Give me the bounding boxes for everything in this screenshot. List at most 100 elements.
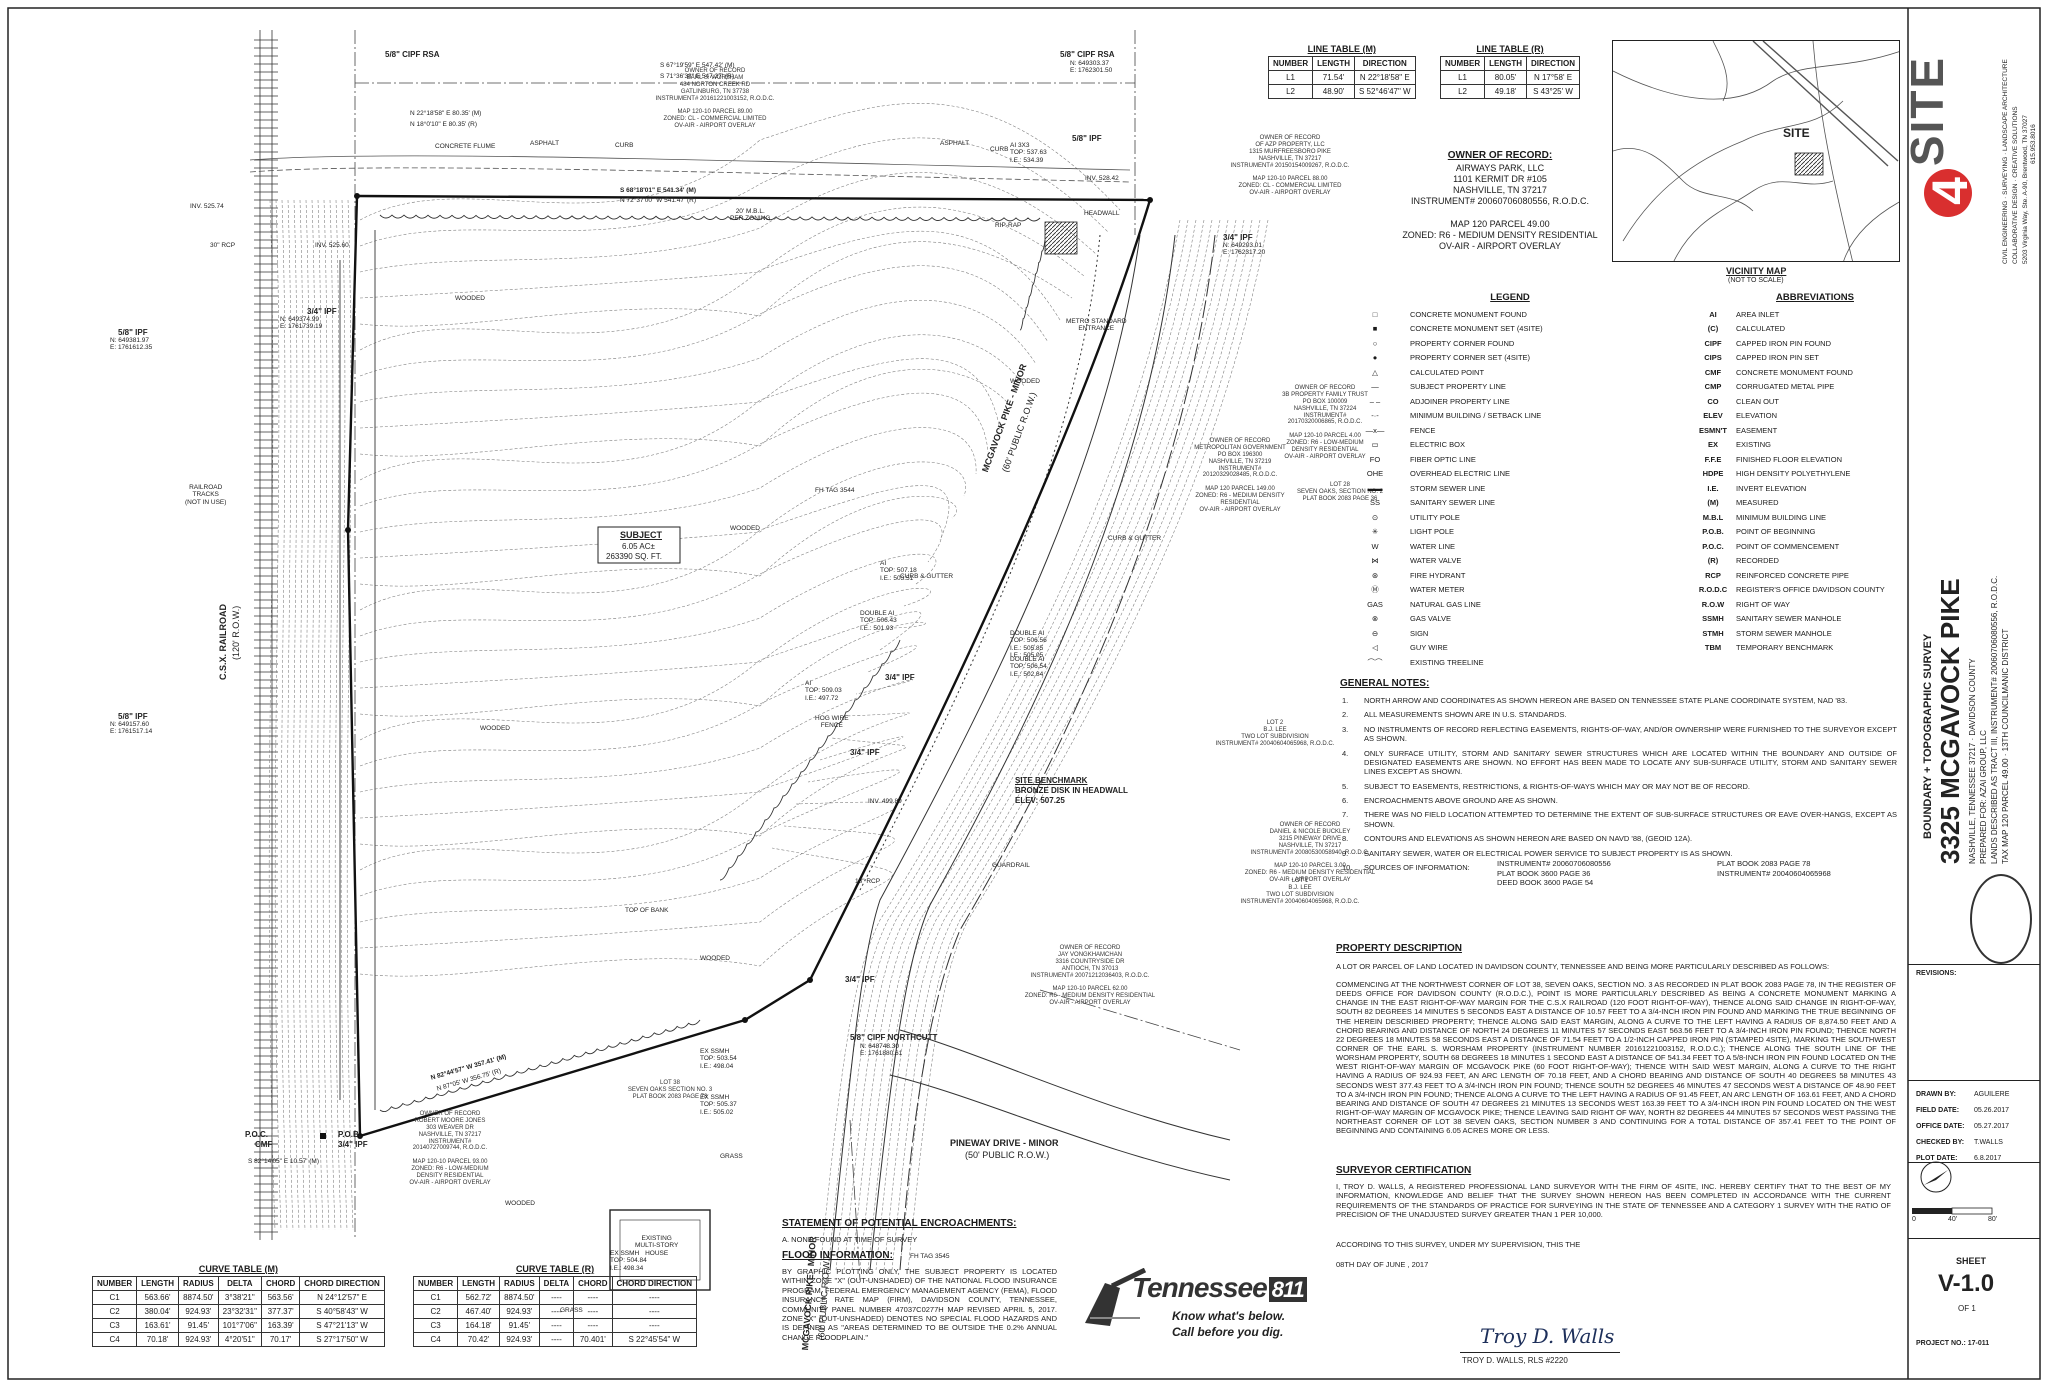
curve-table-r-cell: ---- bbox=[538, 1332, 575, 1347]
adjoiner-owner: OWNER OF RECORD 3B PROPERTY FAMILY TRUST… bbox=[1282, 385, 1368, 460]
tn811-brand-text: Tennessee bbox=[1132, 1272, 1268, 1303]
adjoiner-owner: OWNER OF RECORD DANIEL & NICOLE BUCKLEY … bbox=[1244, 822, 1376, 884]
curve-table-m-header: LENGTH bbox=[136, 1276, 179, 1291]
surveyor-seal bbox=[1970, 874, 2032, 964]
surveyor-cert-according: ACCORDING TO THIS SURVEY, UNDER MY SUPER… bbox=[1336, 1240, 1581, 1249]
legend-item: ■CONCRETE MONUMENT SET (4SITE) bbox=[1340, 322, 1670, 337]
label-top-bank: TOP OF BANK bbox=[625, 907, 669, 914]
structure-label: DOUBLE AI TOP: 506.43 I.E.: 501.93 bbox=[860, 610, 897, 632]
structure-label: AI TOP: 507.18 I.E.: 503.51 bbox=[880, 560, 917, 582]
contour-line bbox=[907, 219, 1269, 1271]
contour-line bbox=[292, 199, 300, 1231]
label-wooded-2: WOODED bbox=[730, 525, 760, 532]
label-grass-1: GRASS bbox=[720, 1153, 743, 1160]
title-block-field-value: T.WALLS bbox=[1974, 1138, 2003, 1146]
legend-symbol-icon: Ⓜ bbox=[1371, 585, 1379, 595]
curve-table-r-title: CURVE TABLE (R) bbox=[515, 1264, 595, 1274]
curve-table-r-cell: ---- bbox=[573, 1290, 613, 1305]
label-pin-mid2: 3/4" IPF bbox=[850, 748, 880, 757]
contour-line bbox=[280, 199, 288, 1231]
curve-table-m-cell: 70.18' bbox=[136, 1332, 179, 1347]
abbreviation-value: CORRUGATED METAL PIPE bbox=[1736, 382, 1835, 392]
curve-table-m-cell: N 24°12'57" E bbox=[299, 1290, 385, 1305]
label-existing-house: EXISTING MULTI-STORY HOUSE bbox=[635, 1235, 679, 1257]
flood-body: BY GRAPHIC PLOTTING ONLY, THE SUBJECT PR… bbox=[782, 1267, 1057, 1342]
line-table-r-cell: 80.05' bbox=[1484, 70, 1527, 85]
legend-symbol-icon: SS bbox=[1369, 498, 1380, 508]
line-table-m-header: NUMBER bbox=[1267, 56, 1314, 71]
legend-item-label: FENCE bbox=[1410, 425, 1436, 435]
owner-box-line: AIRWAYS PARK, LLC bbox=[1455, 162, 1545, 173]
abbreviation-value: CAPPED IRON PIN FOUND bbox=[1736, 338, 1832, 348]
abbreviation-value: RIGHT OF WAY bbox=[1736, 599, 1791, 609]
contour-line bbox=[359, 588, 931, 689]
label-metro-entrance: METRO STANDARD ENTRANCE bbox=[1066, 318, 1127, 333]
line-table-r-cell: 49.18' bbox=[1484, 84, 1527, 99]
contour-line bbox=[359, 679, 913, 793]
legend-symbol-icon: — bbox=[1371, 382, 1379, 392]
label-subject-acres: 6.05 AC± bbox=[622, 542, 655, 551]
curve-table-m-cell: 924.93' bbox=[178, 1332, 219, 1347]
legend-item: △CALCULATED POINT bbox=[1340, 365, 1670, 380]
contour-line bbox=[268, 199, 276, 1231]
adjoiner-owner: LOT 28 SEVEN OAKS, SECTION NO. 2 PLAT BO… bbox=[1296, 482, 1384, 502]
legend-item-label: WATER METER bbox=[1410, 585, 1465, 595]
legend-item: —SUBJECT PROPERTY LINE bbox=[1340, 380, 1670, 395]
label-pin-e: 5/8" IPF bbox=[1072, 134, 1102, 143]
label-curb-1: CURB bbox=[615, 142, 634, 149]
legend-symbol-icon: ⊖ bbox=[1371, 628, 1379, 638]
treeline-segment bbox=[379, 1019, 701, 1113]
legend-item-label: CONCRETE MONUMENT FOUND bbox=[1410, 309, 1527, 319]
curve-table-r-cell: ---- bbox=[573, 1304, 613, 1319]
line-table-m-title: LINE TABLE (M) bbox=[1307, 44, 1376, 54]
curve-table-r-header: LENGTH bbox=[457, 1276, 500, 1291]
general-note-text: SUBJECT TO EASEMENTS, RESTRICTIONS, & RI… bbox=[1364, 781, 1751, 791]
curve-table-m-cell: 4°20'51" bbox=[217, 1332, 262, 1347]
property-description-intro: A LOT OR PARCEL OF LAND LOCATED IN DAVID… bbox=[1336, 962, 1830, 971]
abbreviation-key: I.E. bbox=[1707, 483, 1719, 493]
legend-item-label: FIRE HYDRANT bbox=[1410, 570, 1466, 580]
signature-line bbox=[1460, 1352, 1620, 1353]
structure-label: EX SSMH TOP: 504.84 I.E.: 498.34 bbox=[610, 1250, 647, 1272]
legend-item: ⌒⌒EXISTING TREELINE bbox=[1340, 655, 1670, 670]
adjoiner-owner: LOT 1 B.J. LEE TWO LOT SUBDIVISION INSTR… bbox=[1240, 878, 1360, 905]
existing-treeline bbox=[339, 214, 1046, 1113]
abbreviations-title: ABBREVIATIONS bbox=[1776, 292, 1854, 303]
firm-phone: 615.953.8016 bbox=[2030, 124, 2037, 164]
tn811-number: 811 bbox=[1268, 1277, 1307, 1302]
legend-item: ●PROPERTY CORNER SET (4SITE) bbox=[1340, 351, 1670, 366]
legend-symbol-icon: – – bbox=[1369, 396, 1381, 406]
label-bearing-top2: N 72°37'00" W 541.47' (R) bbox=[620, 197, 697, 204]
contour-line bbox=[359, 847, 893, 977]
legend-item-label: OVERHEAD ELECTRIC LINE bbox=[1410, 469, 1511, 479]
legend-item: – –ADJOINER PROPERTY LINE bbox=[1340, 394, 1670, 409]
abbreviation-item: P.O.B.POINT OF BEGINNING bbox=[1690, 525, 1900, 540]
title-block-field-key: PLOT DATE: bbox=[1916, 1154, 1958, 1162]
curve-table-m-cell: 3°38'21" bbox=[217, 1290, 262, 1305]
contour-line bbox=[359, 825, 896, 949]
line-table-r-header: DIRECTION bbox=[1526, 56, 1580, 71]
owner-box-heading: OWNER OF RECORD: bbox=[1447, 150, 1553, 161]
label-wooded-5: WOODED bbox=[700, 955, 730, 962]
site-location-marker bbox=[1794, 152, 1824, 176]
abbreviation-key: CIPF bbox=[1704, 338, 1722, 348]
flood-title: FLOOD INFORMATION: bbox=[782, 1250, 893, 1261]
line-table-m-cell: S 52°46'47" W bbox=[1354, 84, 1416, 99]
contour-line bbox=[359, 392, 989, 507]
structure-label: AI TOP: 509.03 I.E.: 497.72 bbox=[805, 680, 842, 702]
adjoiner-owner: OWNER OF RECORD ROBERT MOORE JONES 303 W… bbox=[409, 1111, 491, 1186]
structure-label: INV. 499.89 bbox=[868, 798, 902, 805]
label-pin-far-w: 5/8" IPF bbox=[118, 328, 148, 337]
legend-symbol-icon: △ bbox=[1372, 367, 1378, 377]
curve-table-r-cell: C4 bbox=[412, 1332, 459, 1347]
owner-box-line: OV-AIR - AIRPORT OVERLAY bbox=[1438, 241, 1562, 251]
